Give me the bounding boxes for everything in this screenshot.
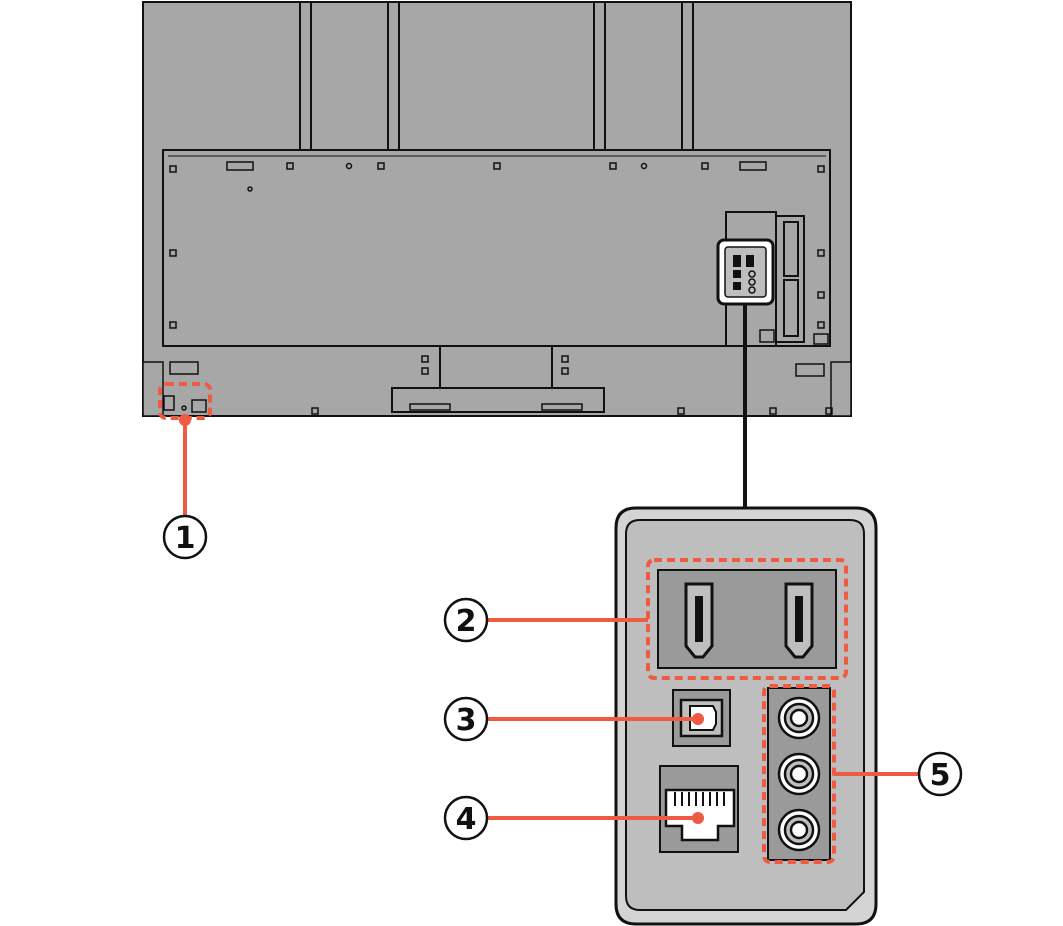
stand-column bbox=[439, 345, 553, 389]
terminal-area-left bbox=[163, 395, 207, 413]
highlight-2 bbox=[646, 558, 848, 680]
hdmi-port-1 bbox=[684, 582, 714, 659]
av-jack-2 bbox=[777, 752, 821, 796]
av-jack-3 bbox=[777, 808, 821, 852]
callout-4-label: 4 bbox=[456, 802, 477, 837]
av-jack-1 bbox=[777, 696, 821, 740]
callout-leaders bbox=[183, 420, 918, 820]
hdmi-ports bbox=[657, 569, 837, 669]
callout-5: 5 bbox=[917, 751, 963, 797]
lan-pins bbox=[674, 792, 725, 806]
callout-2: 2 bbox=[443, 597, 489, 643]
tv-port-block-highlight bbox=[716, 238, 775, 306]
callout-2-label: 2 bbox=[456, 604, 477, 639]
callout-3: 3 bbox=[443, 696, 489, 742]
callout-dots bbox=[179, 414, 704, 824]
lan-port bbox=[659, 765, 739, 853]
callout-4: 4 bbox=[443, 795, 489, 841]
callout-5-label: 5 bbox=[930, 758, 951, 793]
top-ribs bbox=[299, 1, 694, 151]
screw-holes bbox=[169, 161, 833, 415]
callout-1-label: 1 bbox=[175, 521, 196, 556]
callout-1: 1 bbox=[162, 514, 208, 560]
callout-3-label: 3 bbox=[456, 703, 477, 738]
hdmi-port-2 bbox=[784, 582, 814, 659]
av-jacks bbox=[767, 687, 831, 861]
